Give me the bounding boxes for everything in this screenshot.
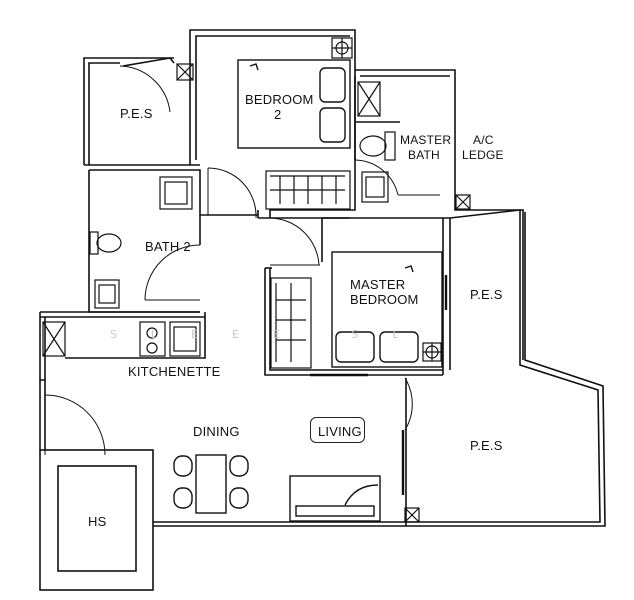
bed-bedroom2 xyxy=(237,59,351,149)
wardrobe-master xyxy=(270,277,312,369)
pes-door xyxy=(119,57,171,113)
room-label-master-bath-line2: BATH xyxy=(408,148,440,162)
room-label-dining: DINING xyxy=(193,424,240,439)
room-label-hs: HS xyxy=(88,514,107,529)
room-label-master-bedroom-line1: MASTER xyxy=(350,277,406,292)
room-label-living: LIVING xyxy=(318,424,362,439)
sofa xyxy=(289,475,381,522)
room-label-pes-right-upper: P.E.S xyxy=(470,287,503,302)
wardrobe-bedroom2 xyxy=(265,170,351,210)
room-label-master-bedroom-line2: BEDROOM xyxy=(350,292,419,307)
pes-top-left-walls xyxy=(83,57,200,166)
room-label-kitchenette: KITCHENETTE xyxy=(128,364,221,379)
sliding-doors xyxy=(310,275,448,495)
room-label-pes-right-lower: P.E.S xyxy=(470,438,503,453)
fixtures xyxy=(89,37,442,362)
watermark: SLEEE SL xyxy=(110,328,433,341)
room-label-bedroom2-line2: 2 xyxy=(274,107,282,122)
shafts xyxy=(42,63,471,523)
room-label-pes-top-left: P.E.S xyxy=(120,106,153,121)
dining-set xyxy=(173,454,249,514)
room-label-bedroom2-line1: BEDROOM xyxy=(245,92,314,107)
room-label-bath2: BATH 2 xyxy=(145,239,191,254)
room-label-master-bath-line1: MASTER xyxy=(400,133,452,147)
room-label-ac-ledge-line2: LEDGE xyxy=(462,148,504,162)
door-arcs xyxy=(44,159,440,456)
bed-master xyxy=(331,251,443,368)
living-label-box xyxy=(310,417,365,443)
outer-walls xyxy=(39,29,606,591)
room-label-ac-ledge-line1: A/C xyxy=(473,133,494,147)
